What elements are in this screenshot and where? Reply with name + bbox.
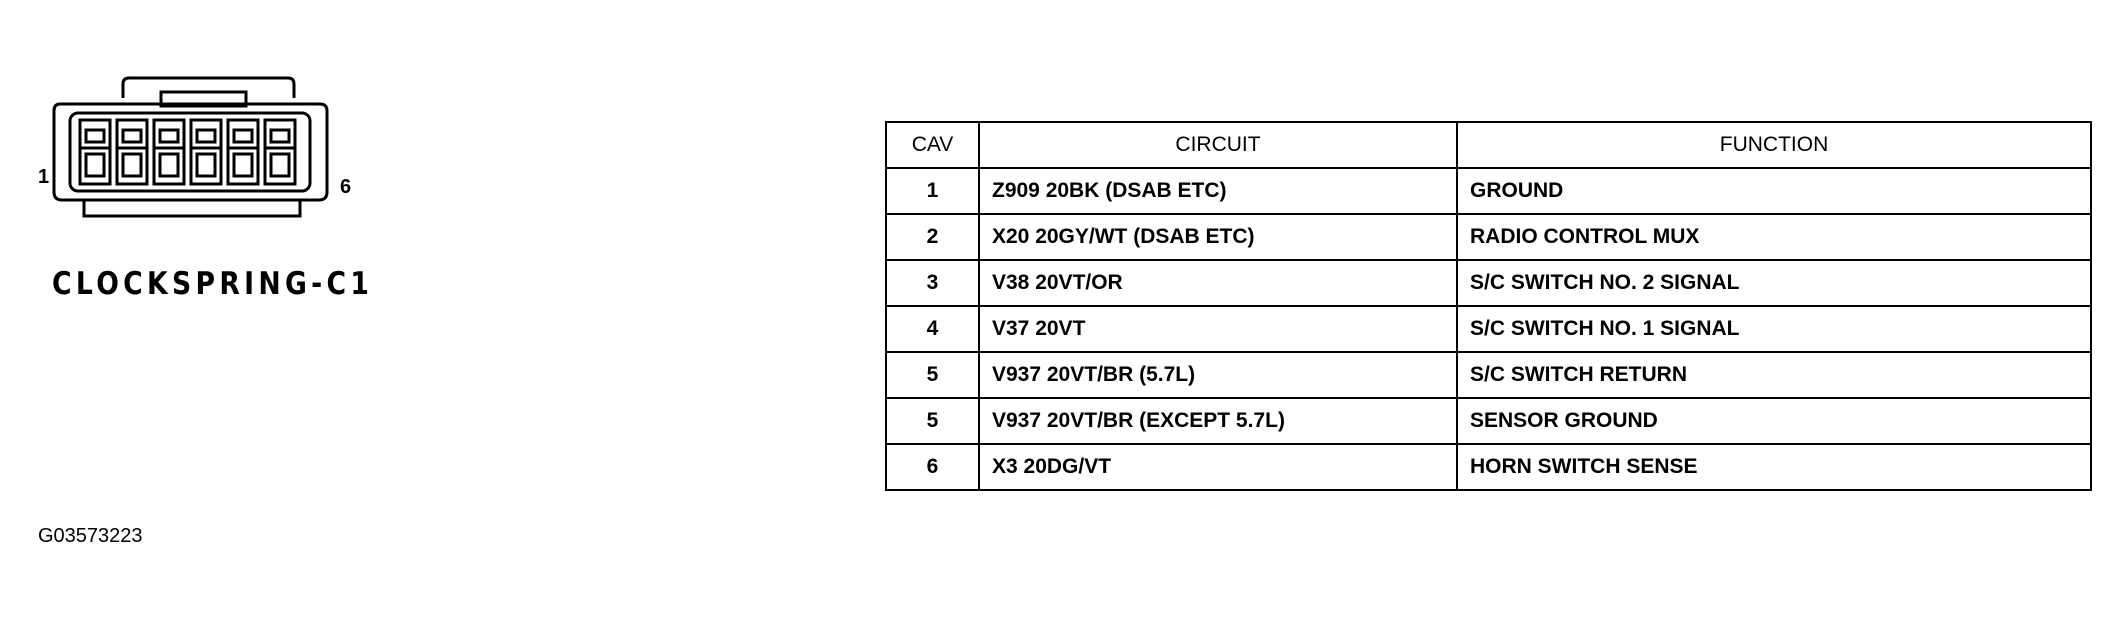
pin-6-label: 6 [340, 176, 352, 198]
circuit-cell: V937 20VT/BR (5.7L) [978, 351, 1458, 399]
cav-cell: 3 [885, 259, 980, 307]
function-cell: GROUND [1456, 167, 2092, 215]
function-cell: HORN SWITCH SENSE [1456, 443, 2092, 491]
connector-cavity [263, 118, 297, 186]
connector-cavity [189, 118, 223, 186]
header-circuit: CIRCUIT [978, 121, 1458, 169]
connector-cavity [226, 118, 260, 186]
figure-id: G03573223 [38, 525, 143, 547]
function-cell: RADIO CONTROL MUX [1456, 213, 2092, 261]
cav-cell: 2 [885, 213, 980, 261]
header-cav: CAV [885, 121, 980, 169]
circuit-cell: Z909 20BK (DSAB ETC) [978, 167, 1458, 215]
cav-cell: 4 [885, 305, 980, 353]
circuit-cell: V37 20VT [978, 305, 1458, 353]
connector-title: CLOCKSPRING-C1 [52, 266, 374, 302]
connector-cavity [152, 118, 186, 186]
table-header-row: CAV CIRCUIT FUNCTION [885, 121, 2092, 169]
pin-1-label: 1 [38, 166, 50, 188]
circuit-cell: V937 20VT/BR (EXCEPT 5.7L) [978, 397, 1458, 445]
cav-cell: 6 [885, 443, 980, 491]
function-cell: S/C SWITCH NO. 2 SIGNAL [1456, 259, 2092, 307]
function-cell: S/C SWITCH NO. 1 SIGNAL [1456, 305, 2092, 353]
cav-cell: 5 [885, 397, 980, 445]
circuit-cell: X3 20DG/VT [978, 443, 1458, 491]
circuit-cell: X20 20GY/WT (DSAB ETC) [978, 213, 1458, 261]
cav-cell: 5 [885, 351, 980, 399]
cav-cell: 1 [885, 167, 980, 215]
function-cell: SENSOR GROUND [1456, 397, 2092, 445]
connector-cavity [78, 118, 112, 186]
function-cell: S/C SWITCH RETURN [1456, 351, 2092, 399]
connector-drawing [52, 76, 329, 218]
circuit-cell: V38 20VT/OR [978, 259, 1458, 307]
header-function: FUNCTION [1456, 121, 2092, 169]
connector-cavity [115, 118, 149, 186]
